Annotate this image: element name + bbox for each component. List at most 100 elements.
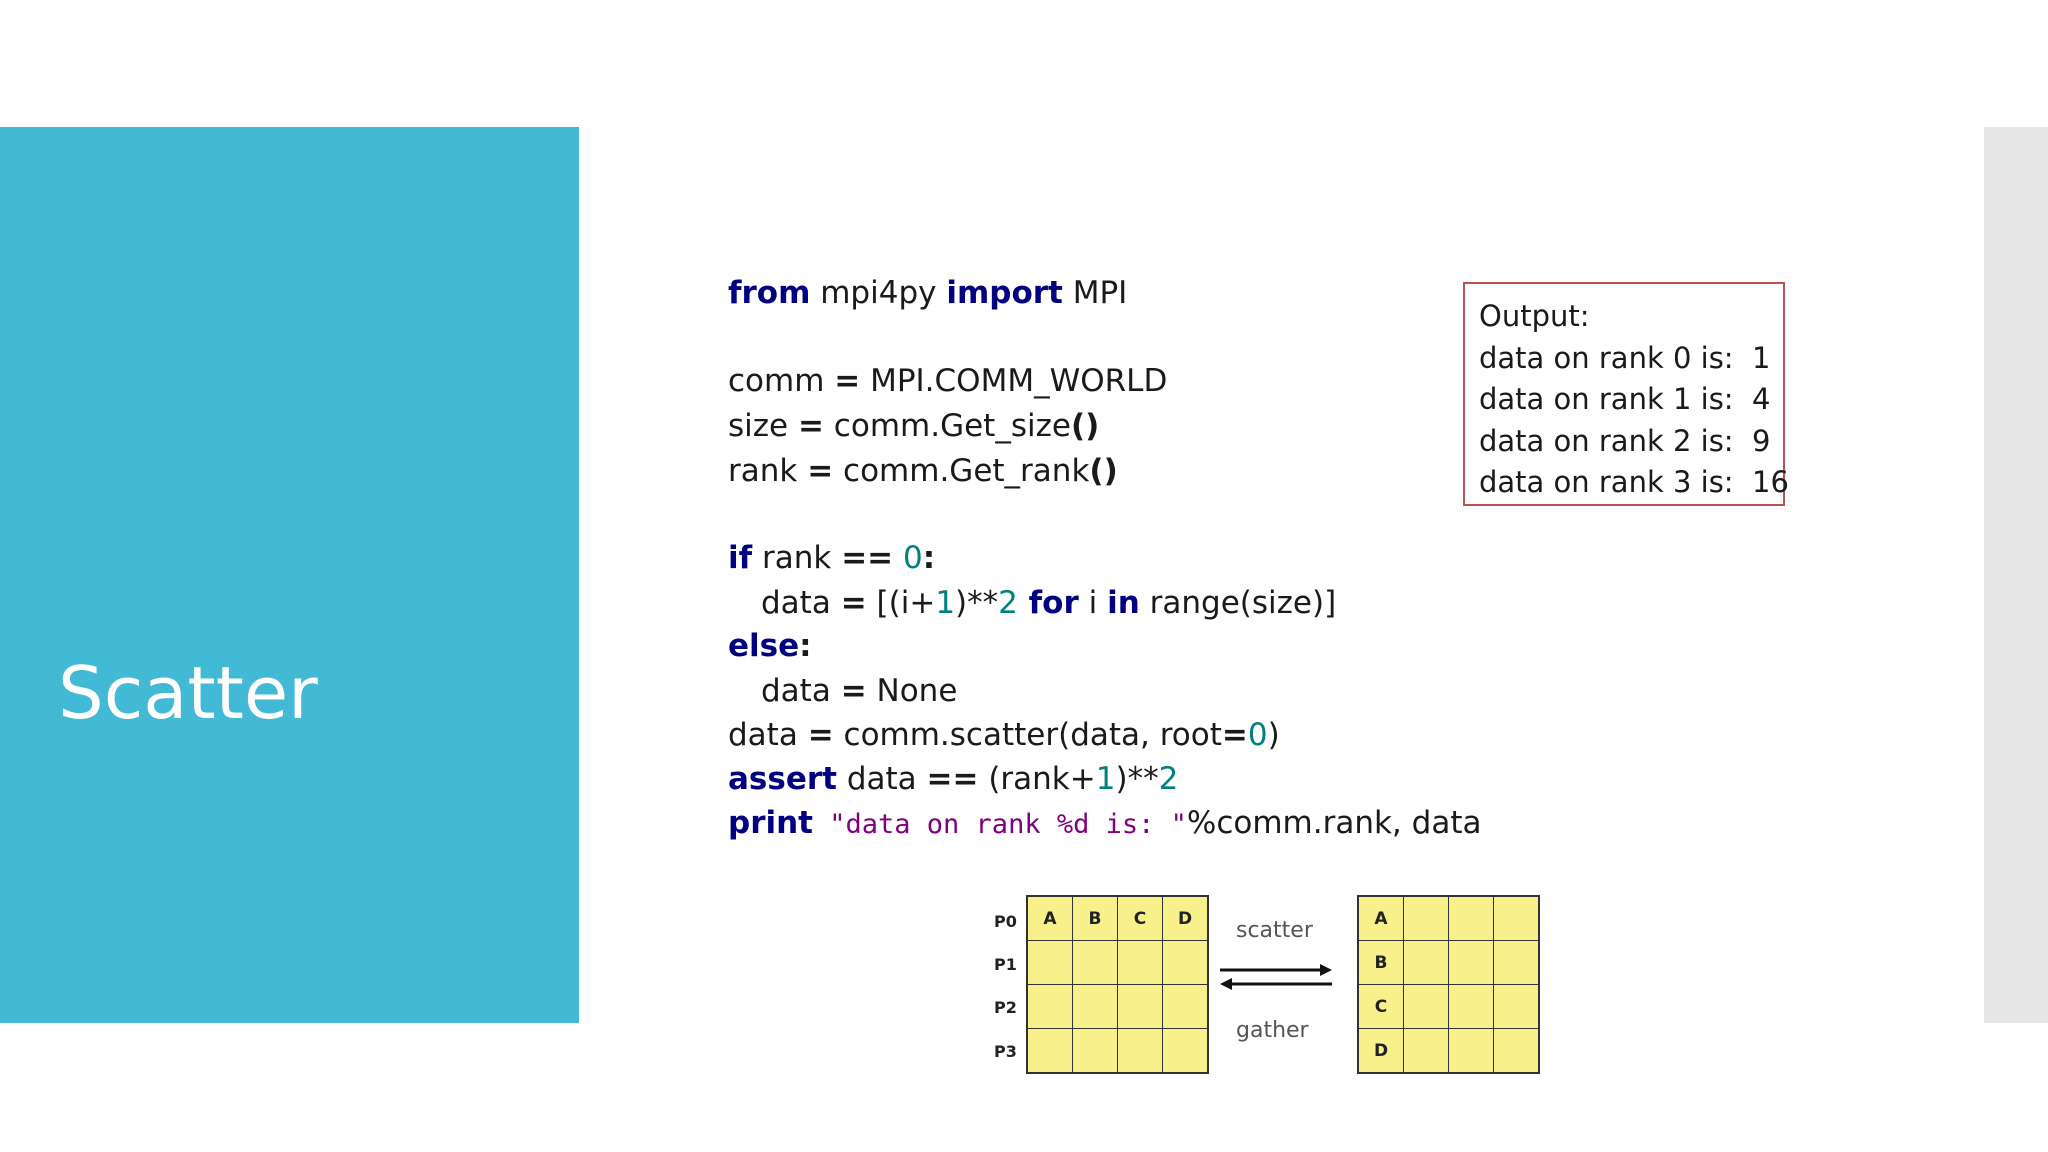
grid-cell (1494, 985, 1538, 1028)
grid-cell (1118, 1029, 1162, 1072)
grid-cell (1404, 1029, 1448, 1072)
grid-cell: D (1359, 1029, 1403, 1072)
operator: = (807, 717, 834, 753)
keyword: else (728, 628, 800, 664)
operator: = (834, 363, 861, 399)
scatter-gather-arrows-icon (1220, 964, 1332, 990)
colon: : (799, 628, 812, 664)
grid-cell (1449, 897, 1493, 940)
code-text: MPI (1062, 275, 1128, 311)
parentheses: () (1089, 453, 1118, 489)
code-line-10: assert data == (rank+1)**2 (728, 764, 1178, 795)
title-panel: Scatter (0, 127, 579, 1023)
grid-cell (1118, 941, 1162, 984)
grid-cell (1028, 985, 1072, 1028)
grid-cell (1028, 1029, 1072, 1072)
grid-cell (1449, 985, 1493, 1028)
number: 2 (1158, 761, 1179, 797)
grid-cell (1073, 941, 1117, 984)
output-box: Output: data on rank 0 is: 1 data on ran… (1463, 282, 1789, 506)
right-edge-strip (1984, 127, 2048, 1023)
code-line-3: size = comm.Get_size() (728, 411, 1099, 442)
code-line-7: else: (728, 631, 812, 662)
code-line-4: rank = comm.Get_rank() (728, 456, 1118, 487)
keyword: for (1017, 585, 1079, 621)
keyword: assert (728, 761, 837, 797)
grid-cell (1494, 941, 1538, 984)
grid-cell (1404, 897, 1448, 940)
keyword: print (728, 805, 813, 841)
output-line: data on rank 1 is: 4 (1479, 382, 1771, 416)
colon: : (922, 540, 936, 576)
code-text: comm (728, 363, 835, 399)
code-text: i (1078, 585, 1108, 621)
output-heading: Output: (1479, 299, 1590, 333)
grid-cell (1404, 941, 1448, 984)
rank-label-p2: P2 (994, 998, 1017, 1017)
code-text: data (728, 717, 808, 753)
grid-cell (1404, 985, 1448, 1028)
operator: = (840, 585, 867, 621)
code-text: data (836, 761, 927, 797)
number: 1 (1095, 761, 1116, 797)
scatter-label: scatter (1236, 918, 1313, 943)
gather-label: gather (1236, 1018, 1309, 1043)
code-text: rank (728, 453, 808, 489)
grid-cell: D (1163, 897, 1207, 940)
code-text: data (761, 585, 841, 621)
rank-label-p3: P3 (994, 1042, 1017, 1061)
code-text: None (866, 673, 958, 709)
keyword: in (1107, 585, 1140, 621)
grid-cell (1449, 941, 1493, 984)
grid-cell: B (1359, 941, 1403, 984)
parentheses: () (1070, 408, 1100, 444)
code-text: size (728, 408, 798, 444)
rank-label-p0: P0 (994, 912, 1017, 931)
code-text: )** (955, 585, 999, 621)
keyword: import (946, 275, 1063, 311)
operator: = (797, 408, 824, 444)
grid-cell (1163, 1029, 1207, 1072)
left-buffer-grid: A B C D (1026, 895, 1209, 1074)
grid-cell (1073, 1029, 1117, 1072)
slide-title: Scatter (58, 651, 318, 735)
number: 0 (893, 540, 923, 576)
operator: = (840, 673, 867, 709)
operator: == (841, 540, 894, 576)
string-literal: "data on rank %d is: " (813, 809, 1187, 840)
number: 1 (935, 585, 956, 621)
code-text: [(i+ (866, 585, 936, 621)
code-text: )** (1115, 761, 1159, 797)
number: 2 (998, 585, 1018, 621)
number: 0 (1247, 717, 1268, 753)
grid-cell (1494, 897, 1538, 940)
grid-cell (1028, 941, 1072, 984)
rank-label-p1: P1 (994, 955, 1017, 974)
code-text: comm.Get_size (823, 408, 1071, 444)
code-text: MPI.COMM_WORLD (860, 363, 1168, 399)
code-line-11: print "data on rank %d is: "%comm.rank, … (728, 808, 1481, 839)
code-text: data (761, 673, 841, 709)
code-text: comm.Get_rank (833, 453, 1090, 489)
output-line: data on rank 3 is: 16 (1479, 465, 1789, 499)
code-line-5: if rank == 0: (728, 543, 935, 574)
code-text: range(size)] (1139, 585, 1337, 621)
grid-cell (1163, 941, 1207, 984)
code-line-8: data = None (761, 676, 957, 707)
keyword: from (728, 275, 811, 311)
grid-cell (1449, 1029, 1493, 1072)
code-text: mpi4py (810, 275, 947, 311)
grid-cell (1073, 985, 1117, 1028)
code-line-2: comm = MPI.COMM_WORLD (728, 366, 1167, 397)
grid-cell: C (1359, 985, 1403, 1028)
output-line: data on rank 2 is: 9 (1479, 423, 1771, 458)
code-text: rank (752, 540, 842, 576)
code-line-9: data = comm.scatter(data, root=0) (728, 720, 1280, 751)
output-line: data on rank 0 is: 1 (1479, 340, 1771, 375)
code-line-6: data = [(i+1)**2 for i in range(size)] (761, 588, 1336, 619)
code-line-1: from mpi4py import MPI (728, 278, 1127, 309)
grid-cell: C (1118, 897, 1162, 940)
code-text: (rank+ (978, 761, 1096, 797)
code-text: ) (1267, 717, 1280, 753)
keyword: if (728, 540, 753, 576)
